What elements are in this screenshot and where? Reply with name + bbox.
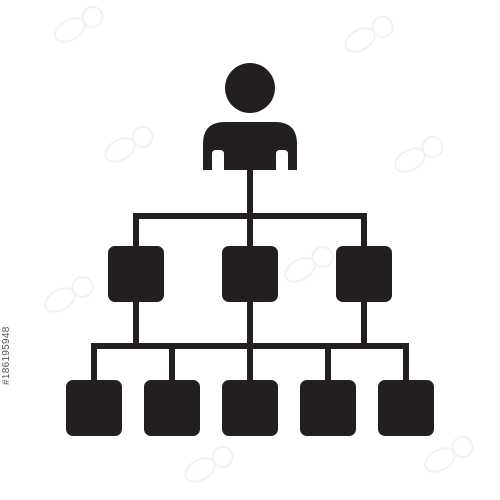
person-head-icon (225, 63, 275, 113)
bottom-box-4 (300, 380, 356, 436)
bottom-box-5 (378, 380, 434, 436)
stock-watermark-pattern (44, 6, 474, 483)
bottom-box-1 (66, 380, 122, 436)
middle-box-left (108, 246, 164, 302)
middle-box-center (222, 246, 278, 302)
bottom-box-2 (144, 380, 200, 436)
person-body-icon (203, 122, 297, 170)
bottom-box-3 (222, 380, 278, 436)
connector-lines (91, 167, 409, 385)
middle-box-right (336, 246, 392, 302)
watermark-id-text: #186195948 (1, 326, 12, 385)
